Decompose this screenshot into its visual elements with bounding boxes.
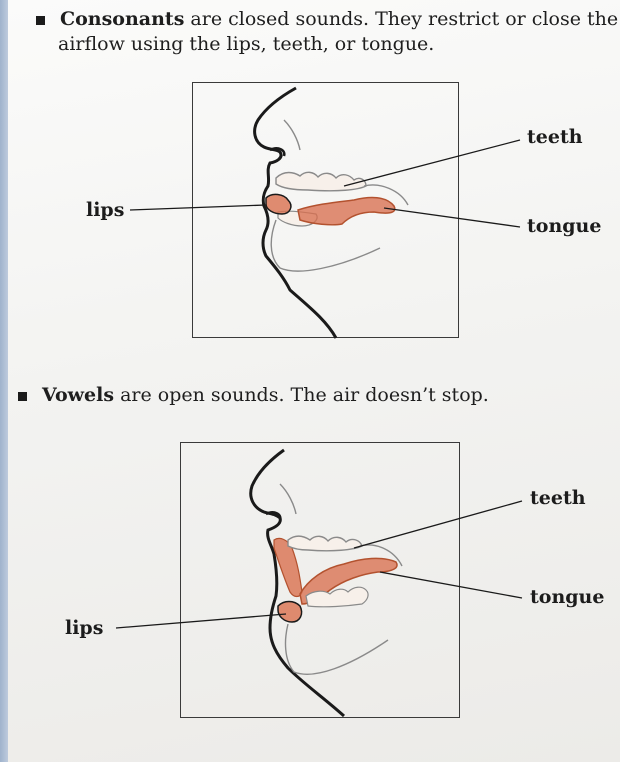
tongue-leader-line [380, 572, 522, 598]
nasal-cavity-outline [280, 484, 296, 514]
lips-leader-line [116, 614, 286, 628]
lower-jaw-outline [286, 624, 388, 674]
vowels-tongue-label: tongue [530, 586, 604, 608]
upper-teeth-outline [288, 536, 362, 551]
textbook-page: Consonants are closed sounds. They restr… [8, 0, 620, 762]
vowels-lips-label: lips [65, 617, 103, 639]
vowels-mouth-diagram [8, 0, 620, 762]
lower-lip-shape [278, 602, 302, 623]
teeth-leader-line [354, 501, 522, 548]
vowels-teeth-label: teeth [530, 487, 586, 509]
